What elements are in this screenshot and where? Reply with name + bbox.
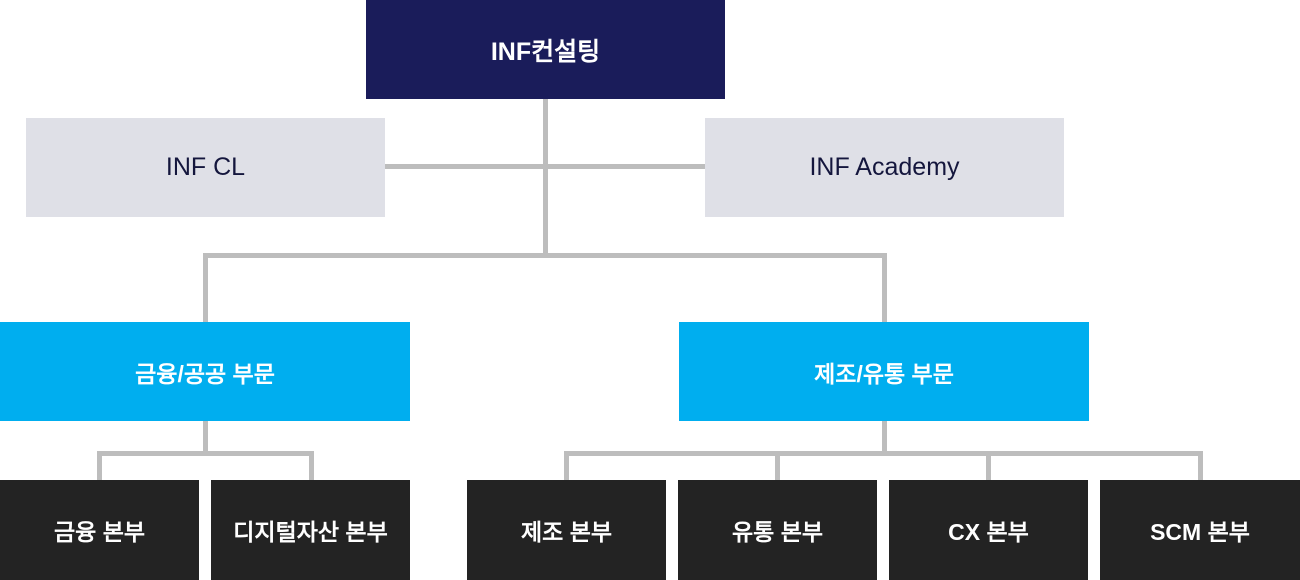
connector-left-unit-drop-2	[309, 451, 314, 480]
unit-label: 금융 본부	[53, 519, 146, 545]
unit-label: 제조 본부	[520, 519, 613, 545]
connector-division-left-drop	[203, 253, 208, 322]
connector-division-right-drop	[882, 253, 887, 322]
connector-left-division-stem	[203, 421, 208, 453]
connector-right-unit-drop-1	[564, 451, 569, 480]
division-node-finance-public: 금융/공공 부문	[0, 322, 410, 421]
connector-left-units-bar	[97, 451, 314, 456]
unit-label: 유통 본부	[731, 519, 824, 545]
affiliate-node-inf-cl: INF CL	[26, 118, 385, 217]
division-node-manufacturing-distribution: 제조/유통 부문	[679, 322, 1089, 421]
connector-root-trunk	[543, 99, 548, 255]
affiliate-label: INF Academy	[809, 153, 960, 181]
org-root-node: INF컨설팅	[366, 0, 725, 99]
unit-node-finance: 금융 본부	[0, 480, 199, 580]
unit-node-distribution: 유통 본부	[678, 480, 877, 580]
division-label: 금융/공공 부문	[135, 360, 275, 387]
affiliate-label: INF CL	[165, 153, 246, 181]
org-root-label: INF컨설팅	[490, 37, 601, 66]
unit-node-cx: CX 본부	[889, 480, 1088, 580]
unit-label: CX 본부	[948, 519, 1029, 545]
connector-right-units-bar	[564, 451, 1203, 456]
unit-node-digital-assets: 디지털자산 본부	[211, 480, 410, 580]
division-label: 제조/유통 부문	[814, 360, 954, 387]
connector-divisions-bar	[203, 253, 887, 258]
affiliate-node-inf-academy: INF Academy	[705, 118, 1064, 217]
unit-node-manufacturing: 제조 본부	[467, 480, 666, 580]
connector-right-unit-drop-2	[775, 451, 780, 480]
unit-label: 디지털자산 본부	[233, 519, 388, 545]
connector-left-unit-drop-1	[97, 451, 102, 480]
connector-right-division-stem	[882, 421, 887, 453]
unit-label: SCM 본부	[1150, 519, 1250, 545]
unit-node-scm: SCM 본부	[1100, 480, 1300, 580]
connector-affiliates	[385, 164, 705, 169]
connector-right-unit-drop-4	[1198, 451, 1203, 480]
connector-right-unit-drop-3	[986, 451, 991, 480]
